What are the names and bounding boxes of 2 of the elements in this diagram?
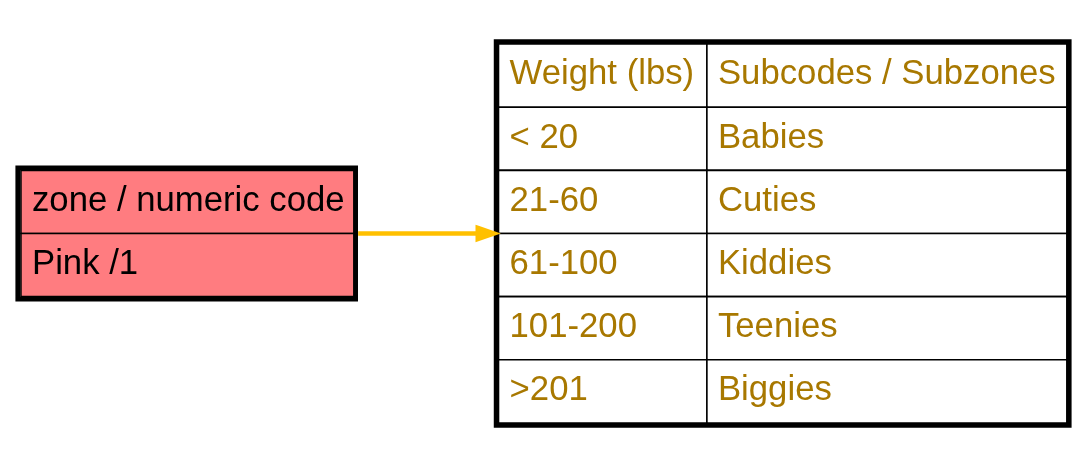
node-box: Weight (lbs) Subcodes / Subzones < 20 Babies 21-60 Cuties 61-100 Kiddies 101-200 Teenies >201 Biggies	[493, 38, 1072, 428]
arrow	[358, 224, 501, 242]
